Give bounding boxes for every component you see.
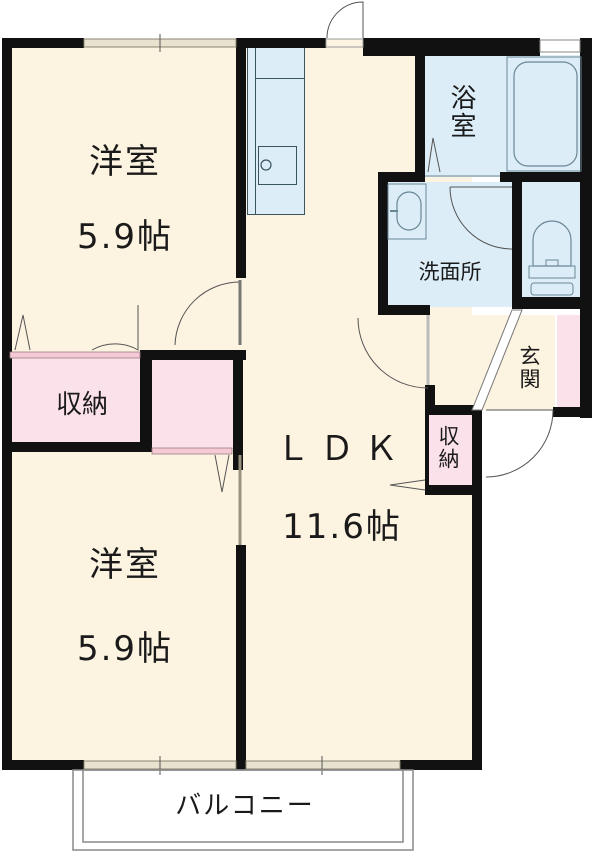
wall-storage-top [140, 350, 246, 360]
wall-entrance-left [425, 385, 435, 415]
wall-storage3-left [425, 405, 429, 493]
western-room-1-floor [10, 45, 242, 355]
window-bath [539, 39, 581, 53]
storage-1-name: 収納 [55, 390, 108, 420]
washbasin-icon [396, 191, 422, 231]
ldk-name: ＬＤＫ [276, 429, 408, 469]
storage-2-name: 収納 [436, 425, 460, 471]
wall-bath-bottom [500, 172, 592, 182]
ldk-size: 11.6帖 [282, 507, 402, 547]
toilet-icon [532, 220, 572, 267]
closet-door-room1 [91, 305, 139, 351]
wall-top-right [363, 38, 540, 56]
wall-top-mid [236, 38, 326, 48]
western-room-2-floor [10, 450, 242, 765]
western-room-2-size: 5.9帖 [76, 629, 174, 669]
kitchen-sink-icon [258, 146, 297, 185]
wall-entrance-bottom-right [553, 407, 592, 417]
storage-3 [427, 413, 472, 488]
bath-folding-door-icon [427, 137, 441, 173]
wall-room2-ldk [236, 545, 246, 770]
wall-storage-mid [140, 350, 152, 450]
wall-bottom-right [400, 760, 482, 770]
western-room-1-size: 5.9帖 [76, 217, 174, 257]
wall-left [2, 38, 12, 270]
wall-room1-ldk [236, 38, 246, 278]
washroom-name: 洗面所 [418, 260, 482, 284]
folding-door-icon [14, 314, 31, 351]
wall-wash-top [378, 172, 425, 182]
wall-bath-left [415, 38, 425, 178]
bathtub-area [505, 55, 585, 177]
bathtub-icon [513, 61, 578, 167]
wall-wash-left [378, 172, 388, 315]
wall-right-top [580, 38, 592, 418]
wall-ldk-right [472, 405, 482, 770]
wall-toilet-bottom [512, 297, 592, 309]
entrance-door [485, 409, 554, 478]
wall-top-left [2, 38, 84, 48]
door-swing-top [326, 1, 364, 39]
wall-storage-bottom [2, 442, 152, 452]
wall-bottom-left [2, 760, 84, 770]
bathroom-floor [425, 55, 505, 177]
wall-storage3-bottom [425, 485, 480, 495]
window-kitchen [325, 38, 364, 48]
wall-storage-right [233, 350, 243, 470]
door-ldk [357, 317, 429, 389]
storage3-door-icon [389, 479, 426, 491]
storage-1 [10, 352, 148, 442]
toilet-door [449, 186, 513, 250]
kitchen-counter [247, 47, 305, 215]
bath-name: 浴室 [446, 84, 476, 140]
washroom-floor [385, 182, 515, 307]
wall-entrance-bottom [425, 405, 482, 415]
folding-door-icon-2 [214, 454, 230, 493]
western-room-2-name: 洋室 [89, 545, 161, 585]
entrance-step [471, 309, 523, 411]
storage-2 [152, 360, 237, 450]
wall-toilet-left [512, 172, 522, 307]
entrance-name: 玄関 [517, 345, 541, 391]
kitchen-counter-divider [255, 47, 256, 215]
wall-wash-bottom [378, 305, 430, 315]
wall-left-2 [2, 270, 12, 770]
western-room-1-name: 洋室 [89, 142, 161, 182]
balcony-name: バルコニー [175, 791, 315, 821]
door-room1 [174, 281, 241, 346]
window-ldk [245, 760, 401, 770]
kitchen-counter-line [255, 78, 305, 79]
